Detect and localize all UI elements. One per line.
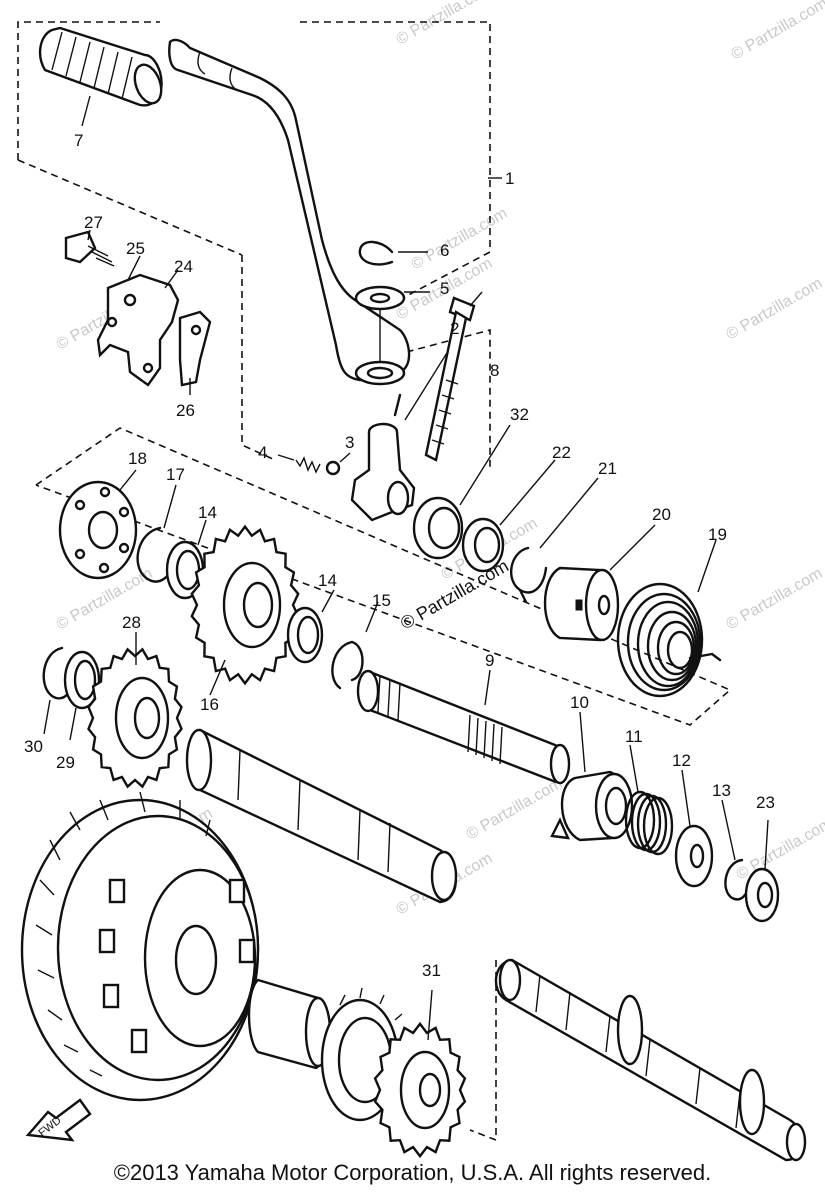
part-19-torsion-spring bbox=[616, 539, 722, 698]
part-7-grip bbox=[38, 26, 163, 127]
part-32-bushing bbox=[412, 424, 511, 560]
callout-labels: 1 2 3 4 5 6 7 8 9 10 11 12 13 14 14 15 1… bbox=[24, 131, 775, 980]
part-29-washer bbox=[63, 650, 101, 741]
callout-16: 16 bbox=[200, 695, 219, 714]
part-23-washer bbox=[744, 819, 780, 923]
part-12-washer bbox=[674, 769, 714, 888]
watermarks: © Partzilla.com © Partzilla.com © Partzi… bbox=[54, 0, 825, 918]
callout-30: 30 bbox=[24, 737, 43, 756]
countershaft bbox=[469, 958, 807, 1162]
callout-14b: 14 bbox=[318, 571, 337, 590]
part-11-spring bbox=[624, 744, 674, 856]
callout-10: 10 bbox=[570, 693, 589, 712]
watermark: © Partzilla.com bbox=[394, 0, 496, 48]
callout-3: 3 bbox=[345, 433, 354, 452]
part-4-spring bbox=[277, 454, 321, 474]
callout-18: 18 bbox=[128, 449, 147, 468]
watermark: © Partzilla.com bbox=[729, 0, 825, 63]
parts-24-27-guide-plate bbox=[64, 229, 212, 395]
callout-8: 8 bbox=[490, 361, 499, 380]
callout-15: 15 bbox=[372, 591, 391, 610]
part-10-ratchet bbox=[550, 711, 634, 842]
watermark: © Partzilla.com bbox=[734, 815, 825, 884]
callout-11: 11 bbox=[625, 727, 643, 746]
callout-12: 12 bbox=[672, 751, 691, 770]
callout-14: 14 bbox=[198, 503, 217, 522]
clutch-housing bbox=[20, 791, 260, 1102]
callout-2: 2 bbox=[450, 319, 459, 338]
copyright-notice: ©2013 Yamaha Motor Corporation, U.S.A. A… bbox=[113, 1160, 712, 1185]
part-31-gear bbox=[373, 989, 467, 1159]
callout-23: 23 bbox=[756, 793, 775, 812]
callout-5: 5 bbox=[440, 279, 449, 298]
callout-19: 19 bbox=[708, 525, 727, 544]
part-20-spring-guide bbox=[543, 524, 656, 642]
callout-28: 28 bbox=[122, 613, 141, 632]
callout-24: 24 bbox=[174, 257, 193, 276]
main-axle bbox=[185, 728, 458, 904]
callout-21: 21 bbox=[598, 459, 617, 478]
part-6-circlip bbox=[358, 240, 428, 266]
callout-26: 26 bbox=[176, 401, 195, 420]
part-2-ratchet-arm bbox=[350, 339, 456, 522]
collar bbox=[247, 978, 332, 1070]
callout-31: 31 bbox=[422, 961, 441, 980]
callout-25: 25 bbox=[126, 239, 145, 258]
part-18-plate bbox=[58, 469, 138, 580]
part-8-bolt bbox=[424, 291, 483, 462]
fwd-arrow-icon: FWD bbox=[25, 1098, 92, 1142]
callout-9: 9 bbox=[485, 651, 494, 670]
part-9-kick-axle bbox=[356, 669, 571, 785]
callout-4: 4 bbox=[258, 443, 267, 462]
part-21-circlip bbox=[510, 477, 599, 604]
callout-13: 13 bbox=[712, 781, 731, 800]
callout-17: 17 bbox=[166, 465, 185, 484]
part-13-circlip bbox=[721, 799, 750, 901]
watermark: © Partzilla.com bbox=[409, 205, 511, 274]
watermark: © Partzilla.com bbox=[724, 275, 825, 344]
part-16-kick-gear bbox=[190, 524, 300, 696]
part-5-washer bbox=[354, 285, 430, 362]
part-22-washer bbox=[461, 459, 556, 573]
callout-27: 27 bbox=[84, 213, 103, 232]
part-28-gear bbox=[87, 632, 183, 789]
callout-29: 29 bbox=[56, 753, 75, 772]
watermark: © Partzilla.com bbox=[724, 565, 825, 634]
group-outlines bbox=[17, 21, 732, 726]
callout-20: 20 bbox=[652, 505, 671, 524]
watermark: © Partzilla.com bbox=[464, 775, 566, 844]
part-15-circlip bbox=[331, 601, 379, 690]
callout-7: 7 bbox=[74, 131, 83, 150]
callout-22: 22 bbox=[552, 443, 571, 462]
part-3-ball bbox=[325, 452, 351, 476]
callout-1: 1 bbox=[505, 169, 514, 188]
callout-32: 32 bbox=[510, 405, 529, 424]
part-1-kick-lever bbox=[168, 38, 411, 417]
part-14-washer-right bbox=[286, 589, 335, 664]
callout-6: 6 bbox=[440, 241, 449, 260]
